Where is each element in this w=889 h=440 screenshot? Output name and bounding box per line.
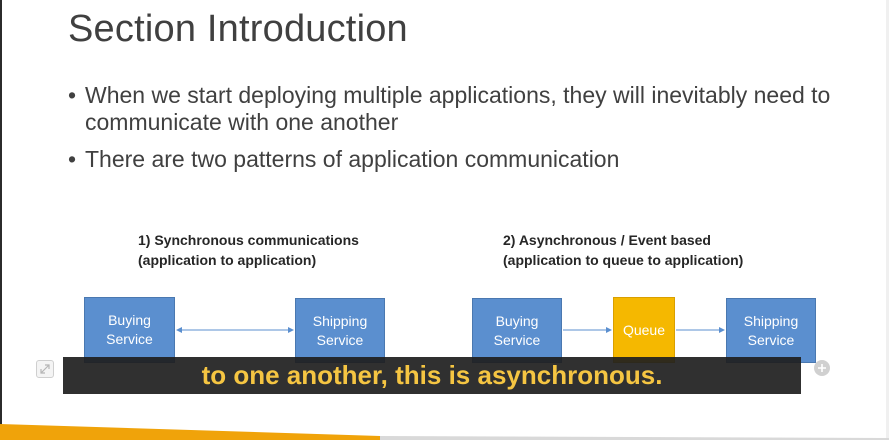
async-heading-line1: 2) Asynchronous / Event based (503, 232, 711, 248)
plus-glyph (818, 364, 826, 372)
box-label-line1: Shipping (312, 312, 368, 329)
box-label-line2: Service (747, 331, 795, 348)
bullet-item: There are two patterns of application co… (68, 146, 848, 173)
queue-label: Queue (622, 321, 666, 338)
async-shipping-service-box: Shipping Service (726, 298, 816, 363)
bullet-list: When we start deploying multiple applica… (68, 82, 848, 173)
plus-circle-icon[interactable] (814, 360, 830, 376)
slide-title: Section Introduction (68, 8, 408, 50)
caption-text: to one another, this is asynchronous. (201, 360, 663, 390)
left-border (0, 0, 2, 440)
sync-shipping-service-box: Shipping Service (295, 298, 385, 363)
video-caption: to one another, this is asynchronous. (63, 357, 801, 394)
async-buying-service-box: Buying Service (472, 298, 562, 363)
async-pattern-heading: 2) Asynchronous / Event based (applicati… (503, 230, 743, 270)
expand-glyph (40, 364, 50, 374)
box-label-line1: Shipping (743, 312, 799, 329)
box-label-line1: Buying (495, 312, 539, 329)
box-label-line1: Buying (108, 312, 151, 328)
sync-buying-service-box: Buying Service (84, 297, 175, 363)
async-heading-line2: (application to queue to application) (503, 252, 744, 268)
bottom-accent-band (0, 424, 889, 440)
sync-pattern-heading: 1) Synchronous communications (applicati… (138, 230, 359, 270)
sync-heading-line2: (application to application) (138, 252, 317, 268)
box-label-line2: Service (316, 331, 364, 348)
expand-icon[interactable] (36, 360, 54, 378)
right-border (886, 0, 889, 440)
box-label-line2: Service (106, 331, 153, 347)
bullet-item: When we start deploying multiple applica… (68, 82, 848, 136)
box-label-line2: Service (493, 331, 541, 348)
sync-heading-line1: 1) Synchronous communications (138, 232, 359, 248)
